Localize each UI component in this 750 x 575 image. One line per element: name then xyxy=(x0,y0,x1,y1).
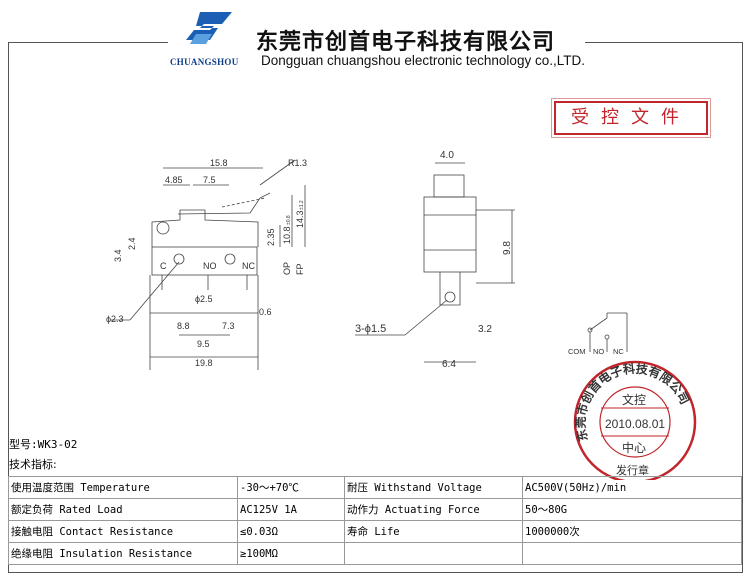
tol-10-8: ±0.8 xyxy=(286,215,292,225)
seal-footer: 发行章 xyxy=(616,463,649,477)
tol-14-3: ±1.2 xyxy=(299,200,305,210)
spec-value xyxy=(522,542,742,565)
dim-fp: FP xyxy=(295,263,305,275)
schematic-com: COM xyxy=(568,347,586,356)
dim-9-5: 9.5 xyxy=(197,339,210,349)
dim-6-4: 6.4 xyxy=(442,359,456,370)
official-seal: 东莞市创首电子科技有限公司 文控 2010.08.01 中心 发行章 xyxy=(573,361,697,480)
dim-3-4: 3.4 xyxy=(113,249,123,262)
seal-date: 2010.08.01 xyxy=(605,417,665,431)
frame-top-left xyxy=(8,42,168,43)
company-name-cn: 东莞市创首电子科技有限公司 xyxy=(256,29,556,55)
label-no: NO xyxy=(203,261,217,271)
switch-schematic: COM NO NC xyxy=(568,312,628,356)
spec-label: 使用温度范围 Temperature xyxy=(8,476,238,499)
brand-name: CHUANGSHOU xyxy=(170,57,239,67)
dim-14-3: 14.3 xyxy=(295,210,305,228)
dim-hole-3-phi-1-5: 3-ϕ1.5 xyxy=(355,323,386,335)
dim-2-35: 2.35 xyxy=(266,228,276,246)
spec-heading: 技术指标: xyxy=(9,458,57,471)
dim-15-8: 15.8 xyxy=(210,158,228,168)
label-c: C xyxy=(160,261,167,271)
spec-label: 动作力 Actuating Force xyxy=(344,498,523,521)
seal-bottom: 中心 xyxy=(622,440,646,455)
company-logo-icon xyxy=(186,12,232,44)
spec-value: 50～80G xyxy=(522,498,742,521)
dim-3-2: 3.2 xyxy=(478,324,492,335)
side-view: 4.0 9.8 3-ϕ1.5 3.2 6.4 xyxy=(355,150,515,370)
dim-0-6: 0.6 xyxy=(259,307,272,317)
dim-7-5: 7.5 xyxy=(203,175,216,185)
dim-7-3: 7.3 xyxy=(222,321,235,331)
spec-label: 接触电阻 Contact Resistance xyxy=(8,520,238,543)
dim-2-4: 2.4 xyxy=(127,237,137,250)
dim-op: OP xyxy=(282,262,292,275)
schematic-no: NO xyxy=(593,347,604,356)
document-frame xyxy=(8,42,743,573)
dim-8-8: 8.8 xyxy=(177,321,190,331)
spec-value: ≤0.03Ω xyxy=(237,520,345,543)
spec-label xyxy=(344,542,523,565)
dim-10-8: 10.8 xyxy=(282,226,292,244)
spec-value: -30～+70℃ xyxy=(237,476,345,499)
spec-value: AC500V(50Hz)/min xyxy=(522,476,742,499)
dim-9-8: 9.8 xyxy=(502,241,513,255)
seal-top: 文控 xyxy=(622,392,646,407)
dim-19-8: 19.8 xyxy=(195,358,213,368)
schematic-nc: NC xyxy=(613,347,624,356)
spec-value: AC125V 1A xyxy=(237,498,345,521)
spec-value: ≥100MΩ xyxy=(237,542,345,565)
model-number: 型号:WK3-02 xyxy=(9,438,78,451)
dim-4-0: 4.0 xyxy=(440,150,454,161)
frame-top-right xyxy=(585,42,742,43)
dim-phi-2-3: ϕ2.3 xyxy=(106,314,124,324)
dim-4-85: 4.85 xyxy=(165,175,183,185)
spec-label: 寿命 Life xyxy=(344,520,523,543)
spec-label: 耐压 Withstand Voltage xyxy=(344,476,523,499)
dim-phi-2-5: ϕ2.5 xyxy=(195,294,213,304)
controlled-document-stamp: 受控文件 xyxy=(554,101,708,135)
table-row: 绝缘电阻 Insulation Resistance≥100MΩ xyxy=(8,542,742,565)
company-name-en: Dongguan chuangshou electronic technolog… xyxy=(261,53,585,68)
spec-label: 绝缘电阻 Insulation Resistance xyxy=(8,542,238,565)
dim-r1-3: R1.3 xyxy=(288,158,307,168)
front-view: 15.8 R1.3 4.85 7.5 2.35 10.8 ±0.8 14.3 ±… xyxy=(106,158,307,370)
spec-label: 额定负荷 Rated Load xyxy=(8,498,238,521)
label-nc: NC xyxy=(242,261,255,271)
spec-value: 1000000次 xyxy=(522,520,742,543)
